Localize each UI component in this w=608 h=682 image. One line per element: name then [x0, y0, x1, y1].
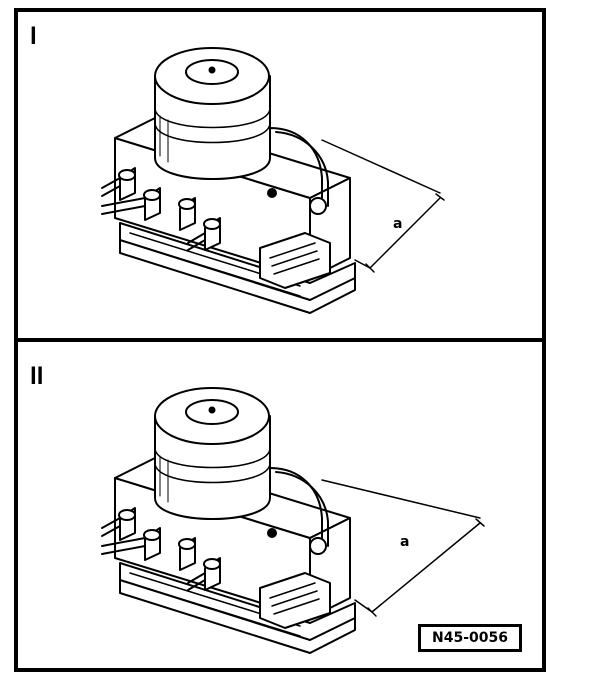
hydraulic-unit-illustration-2: a [101, 387, 485, 654]
panel-label-1: I [30, 22, 37, 50]
figure-code-box: N45-0056 [418, 624, 522, 652]
dimension-label-1: a [393, 216, 402, 232]
hydraulic-unit-illustration-1: a [101, 47, 445, 314]
figure-code-text: N45-0056 [432, 630, 508, 646]
panel-divider [14, 338, 546, 342]
panel-label-2: II [30, 362, 44, 390]
svg-text:a: a [393, 216, 402, 232]
dimension-label-2: a [400, 534, 409, 550]
svg-text:a: a [400, 534, 409, 550]
